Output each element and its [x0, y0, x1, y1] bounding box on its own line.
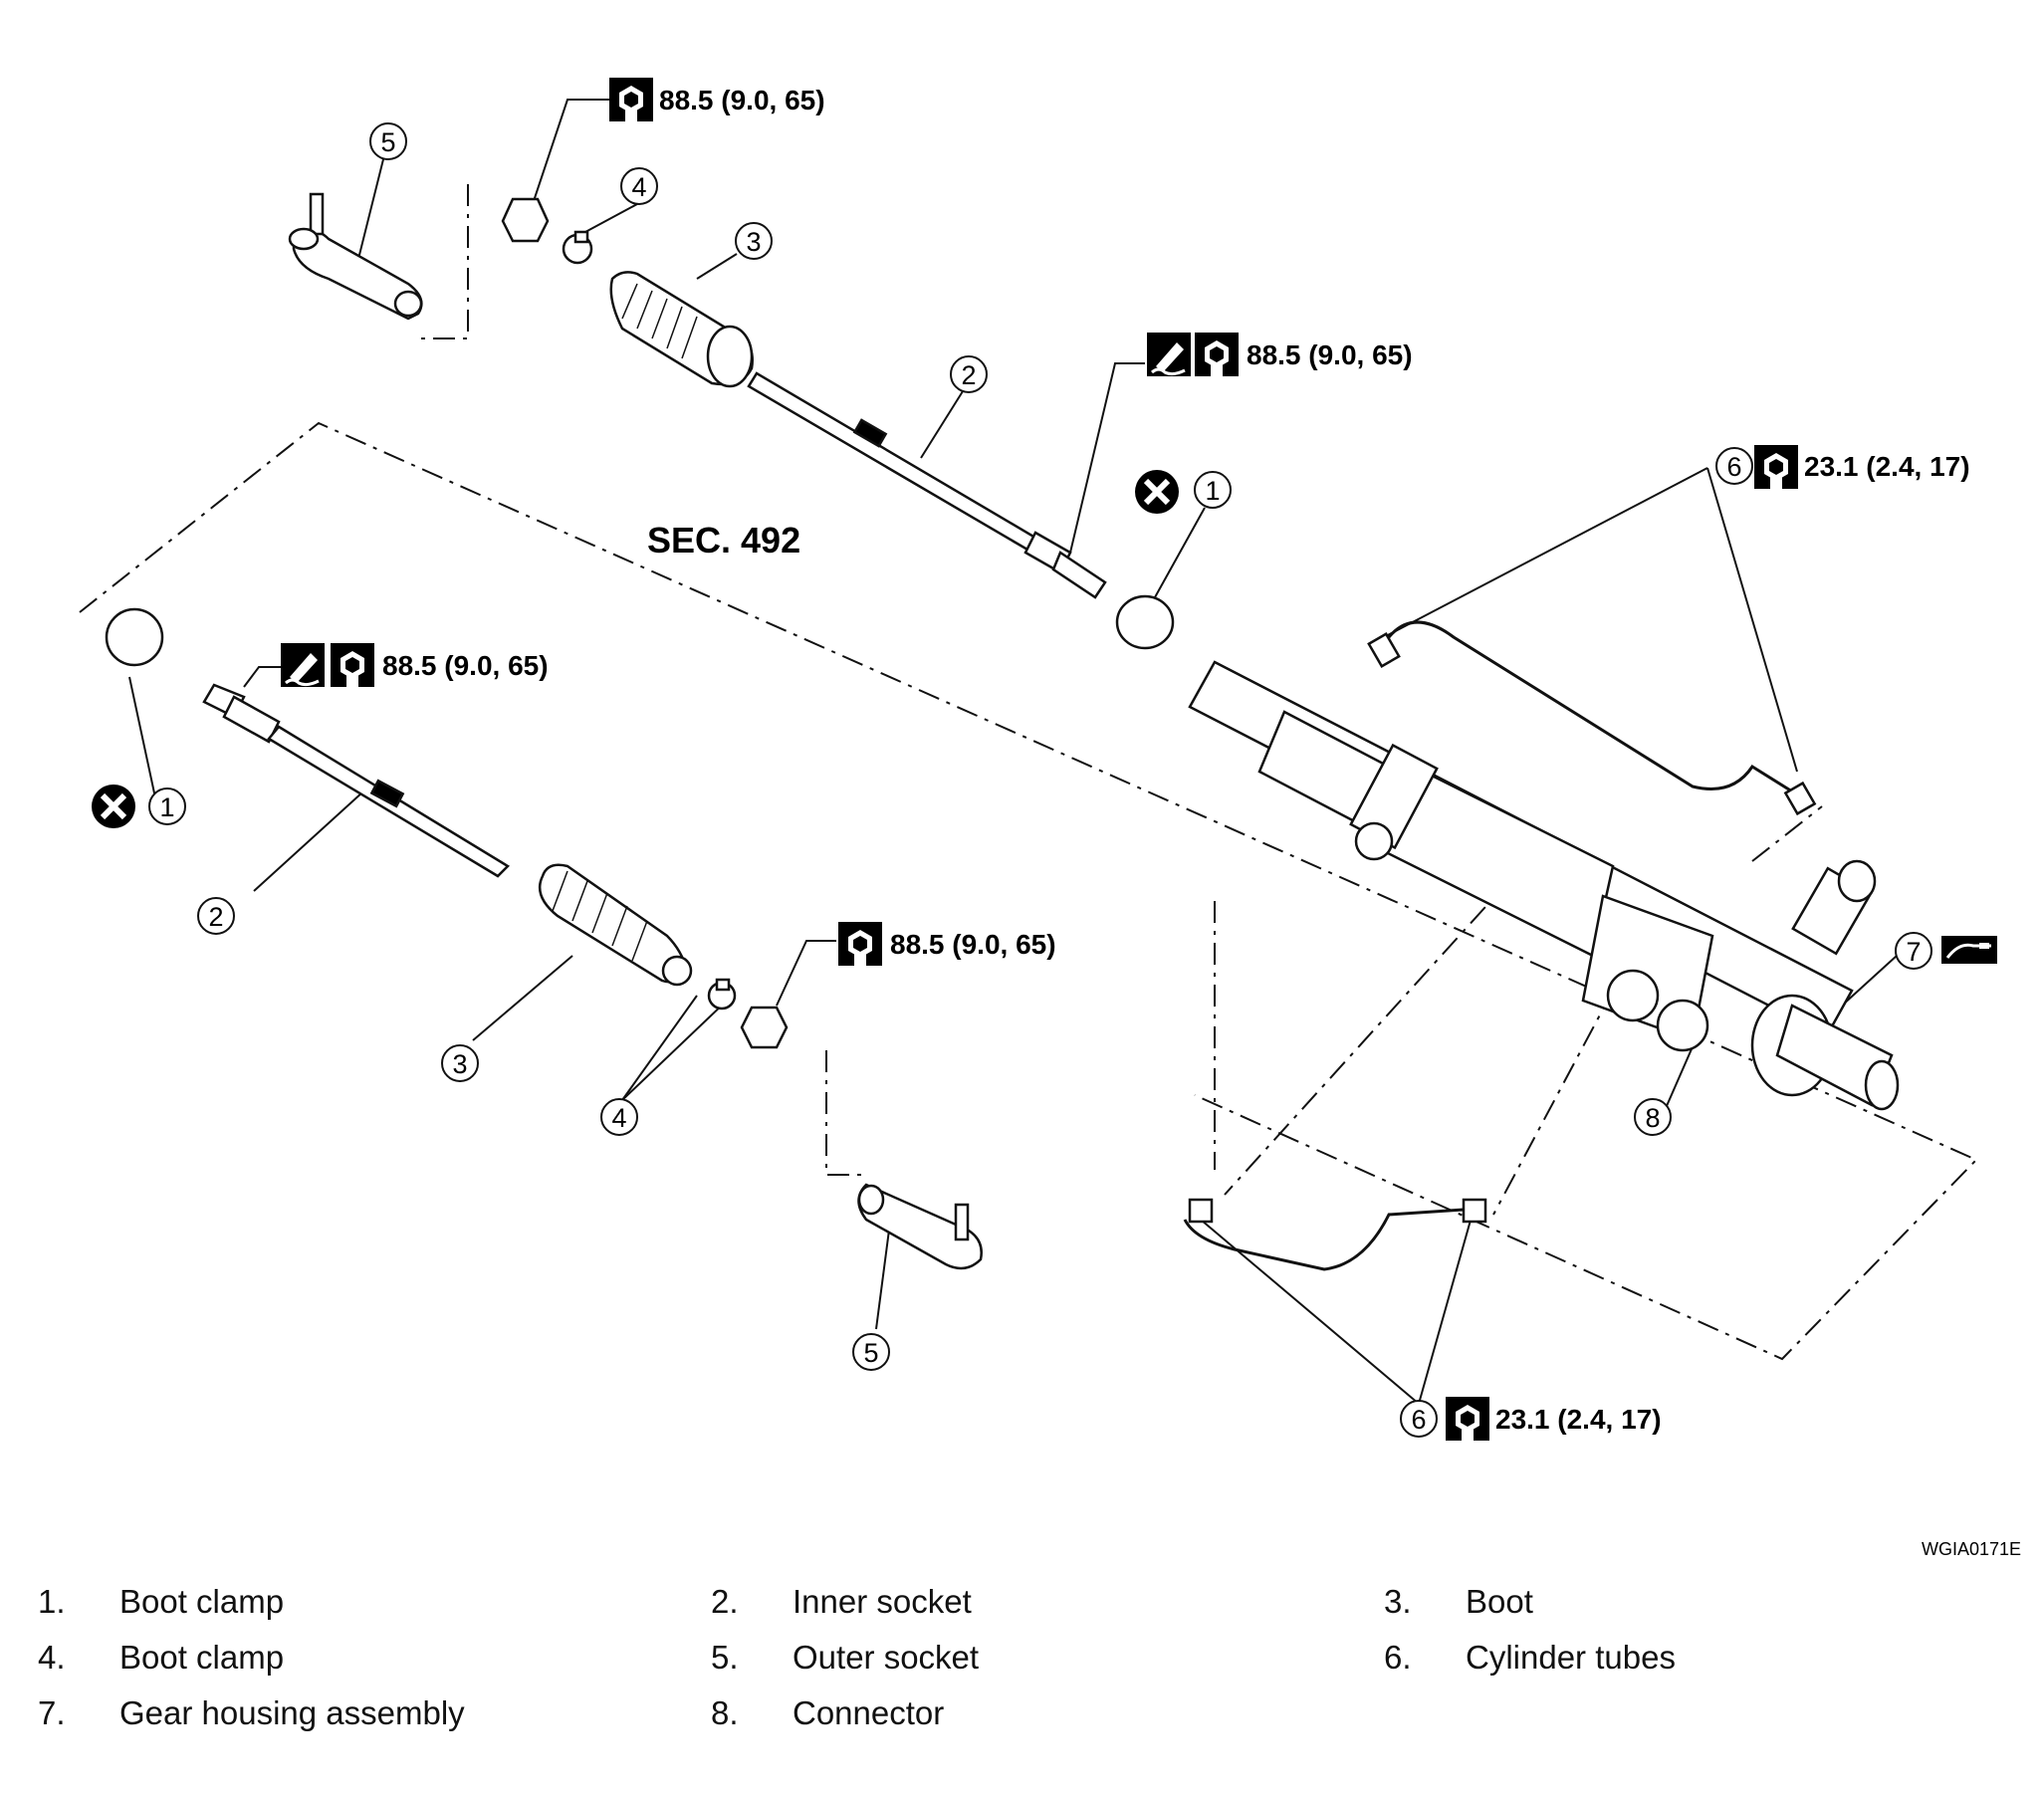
section-label: SEC. 492 [647, 520, 800, 561]
boot-clamp-bottom [707, 978, 737, 1011]
svg-text:2: 2 [961, 360, 976, 390]
legend-label: Cylinder tubes [1466, 1639, 1676, 1676]
do-not-reuse-icon [1135, 470, 1179, 514]
torque-icon [609, 78, 653, 121]
nut-top [501, 197, 550, 243]
exploded-view-diagram: 5 4 3 2 1 6 1 2 3 4 5 6 7 8 88.5 (9.0, 6… [79, 78, 2021, 1559]
callout-6-bottom: 6 [1400, 1400, 1438, 1438]
callout-4-top: 4 [620, 167, 658, 205]
callout-5-bottom: 5 [852, 1333, 890, 1371]
inner-socket-left [202, 683, 511, 878]
grease-icon [1939, 934, 1999, 966]
callout-8: 8 [1634, 1098, 1672, 1136]
torque-spec-inner-socket-left: 88.5 (9.0, 65) [382, 650, 549, 681]
svg-text:5: 5 [863, 1338, 878, 1368]
legend-label: Boot clamp [119, 1583, 285, 1620]
callout-1-right: 1 [1194, 471, 1232, 509]
callout-6-top: 6 [1715, 447, 1753, 485]
svg-text:6: 6 [1411, 1405, 1426, 1435]
legend-label: Outer socket [793, 1639, 980, 1676]
svg-text:3: 3 [746, 227, 761, 257]
legend-number: 3. [1384, 1583, 1412, 1620]
callout-2-top: 2 [950, 355, 988, 393]
torque-icon [838, 922, 882, 966]
legend-number: 8. [711, 1694, 739, 1731]
tube-fitting-top-1 [1367, 632, 1401, 668]
tube-fitting-bottom-1 [1188, 1198, 1214, 1224]
parts-legend: 1. Boot clamp 2. Inner socket 3. Boot 4.… [0, 1563, 2044, 1762]
boot-clamp-top [562, 230, 593, 265]
torque-spec-nut-bottom: 88.5 (9.0, 65) [890, 929, 1056, 960]
do-not-reuse-icon [92, 785, 135, 828]
callout-3-left: 3 [441, 1044, 479, 1082]
torque-icon [1446, 1397, 1489, 1441]
boot-top [609, 271, 754, 388]
callout-3-top: 3 [735, 222, 773, 260]
svg-text:7: 7 [1906, 937, 1921, 967]
torque-icon [1195, 333, 1239, 376]
sealant-icon [1145, 331, 1193, 378]
callout-1-left: 1 [148, 787, 186, 825]
legend-number: 7. [38, 1694, 66, 1731]
svg-text:4: 4 [631, 172, 646, 202]
torque-spec-nut-top: 88.5 (9.0, 65) [659, 85, 825, 115]
callout-2-left: 2 [197, 897, 235, 935]
torque-icon [1754, 445, 1798, 489]
tube-fitting-bottom-2 [1462, 1198, 1487, 1224]
svg-text:6: 6 [1726, 452, 1741, 482]
svg-text:4: 4 [611, 1103, 626, 1133]
svg-text:5: 5 [380, 127, 395, 157]
torque-spec-cylinder-tube-top: 23.1 (2.4, 17) [1804, 451, 1970, 482]
inner-socket-top [747, 371, 1107, 599]
nut-bottom [740, 1006, 789, 1049]
sealant-icon [279, 641, 327, 689]
boot-clamp-left [105, 607, 164, 667]
svg-text:8: 8 [1645, 1103, 1660, 1133]
legend-number: 1. [38, 1583, 66, 1620]
legend-number: 5. [711, 1639, 739, 1676]
legend-label: Boot [1466, 1583, 1533, 1620]
image-code: WGIA0171E [1922, 1539, 2021, 1559]
legend-number: 6. [1384, 1639, 1412, 1676]
gear-housing [1188, 660, 1900, 1111]
callout-5-top: 5 [369, 122, 407, 160]
parts [105, 192, 1900, 1271]
outer-socket-top [288, 192, 423, 321]
torque-icon [331, 643, 374, 687]
outer-socket-bottom [857, 1183, 983, 1270]
legend-label: Gear housing assembly [119, 1694, 465, 1731]
svg-text:3: 3 [452, 1049, 467, 1079]
boot-left [538, 863, 693, 987]
callout-4-bottom: 4 [600, 1098, 638, 1136]
svg-text:2: 2 [208, 902, 223, 932]
legend-number: 4. [38, 1639, 66, 1676]
legend-number: 2. [711, 1583, 739, 1620]
legend-label: Connector [793, 1694, 945, 1731]
svg-text:1: 1 [1205, 476, 1220, 506]
svg-text:1: 1 [159, 792, 174, 822]
tube-fitting-top-2 [1783, 781, 1817, 816]
legend-label: Inner socket [793, 1583, 972, 1620]
callouts: 5 4 3 2 1 6 1 2 3 4 5 6 7 8 [148, 122, 1932, 1438]
callout-7: 7 [1895, 932, 1932, 970]
boot-clamp-right [1115, 594, 1175, 650]
legend-label: Boot clamp [119, 1639, 285, 1676]
torque-spec-inner-socket-top: 88.5 (9.0, 65) [1247, 339, 1413, 370]
phantom-lines [79, 184, 1978, 1361]
torque-spec-cylinder-tube-bottom: 23.1 (2.4, 17) [1495, 1404, 1662, 1435]
